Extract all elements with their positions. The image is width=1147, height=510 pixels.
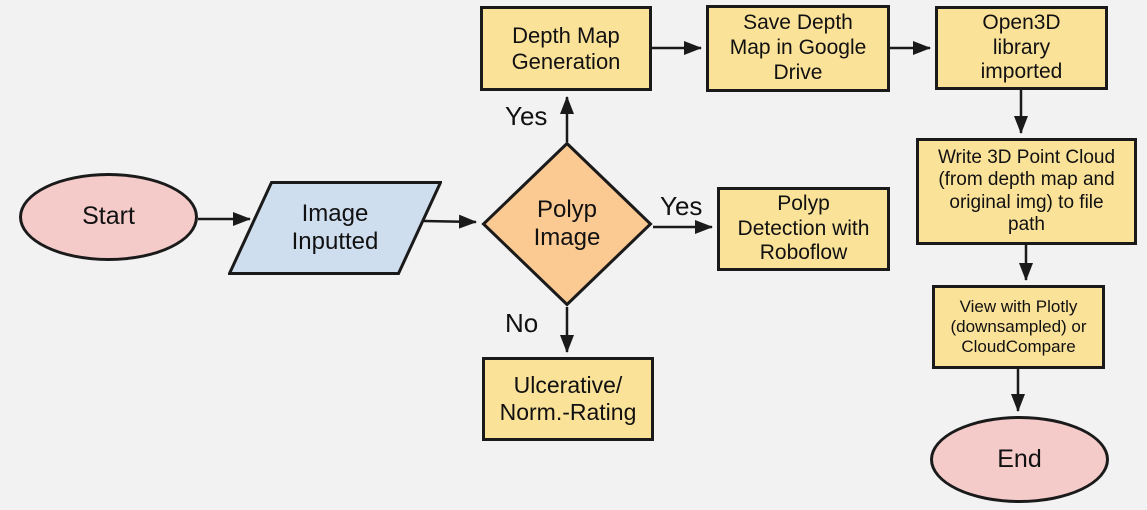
node-polyp-image-decision: Polyp Image (481, 141, 653, 307)
node-save-depth-label: Save Depth Map in Google Drive (729, 11, 867, 84)
node-image-inputted: Image Inputted (228, 181, 442, 275)
edge-image-input-to-polyp-image (423, 214, 477, 229)
node-write-point-cloud-label: Write 3D Point Cloud (from depth map and… (937, 146, 1116, 235)
edge-label-no-bottom: No (505, 308, 539, 338)
node-view-plotly: View with Plotly (downsampled) or CloudC… (932, 285, 1105, 369)
node-ulcerative-label: Ulcerative/ Norm.-Rating (499, 371, 637, 425)
node-depth-map-generation: Depth Map Generation (480, 6, 652, 91)
node-open3d-imported: Open3D library imported (935, 6, 1108, 90)
parallelogram-shape (228, 181, 442, 275)
node-polyp-detection-label: Polyp Detection with Roboflow (737, 191, 870, 265)
node-open3d-label: Open3D library imported (980, 10, 1063, 84)
node-save-depth-map: Save Depth Map in Google Drive (706, 5, 890, 92)
node-start: Start (19, 173, 198, 261)
diamond-shape (481, 141, 653, 307)
node-end: End (930, 416, 1109, 503)
node-end-label: End (997, 444, 1042, 473)
node-polyp-image-label: Polyp Image (533, 195, 601, 251)
node-write-point-cloud: Write 3D Point Cloud (from depth map and… (916, 138, 1137, 245)
edge-label-yes-right: Yes (660, 191, 703, 221)
node-depth-map-label: Depth Map Generation (511, 22, 621, 74)
node-polyp-detection-roboflow: Polyp Detection with Roboflow (717, 187, 890, 271)
node-view-plotly-label: View with Plotly (downsampled) or CloudC… (950, 296, 1087, 357)
node-image-inputted-label: Image Inputted (291, 199, 379, 255)
edge-label-yes-top: Yes (505, 101, 548, 131)
node-start-label: Start (82, 202, 135, 231)
node-ulcerative-norm-rating: Ulcerative/ Norm.-Rating (482, 357, 654, 441)
